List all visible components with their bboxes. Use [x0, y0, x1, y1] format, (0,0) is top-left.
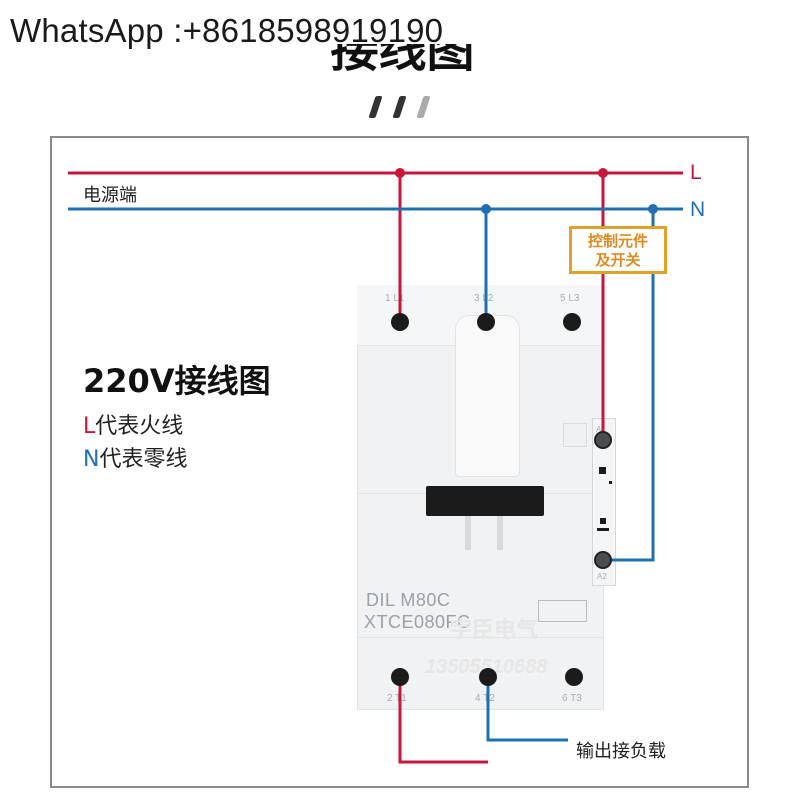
terminal-label-4T2: 4 T2	[475, 693, 495, 704]
control-element-box: 控制元件 及开关	[569, 226, 667, 274]
neutral-junction	[481, 204, 491, 214]
diagram-heading: 220V接线图	[83, 362, 271, 400]
coil-marker	[597, 528, 609, 531]
neutral-wires	[68, 207, 683, 742]
terminal-screw-L3	[563, 313, 581, 331]
legend-live: L代表火线	[83, 408, 183, 440]
whatsapp-watermark: WhatsApp :+8618598919190	[10, 12, 444, 49]
legend-neutral: N代表零线	[83, 441, 187, 473]
live-junction	[395, 168, 405, 178]
coil-screw-A2	[594, 551, 612, 569]
terminal-screw-T2	[479, 668, 497, 686]
contactor-slot	[455, 315, 520, 477]
legend-live-text: 代表火线	[95, 414, 184, 439]
faint-watermark-phone: 13505510688	[425, 656, 548, 678]
terminal-screw-T1	[391, 668, 409, 686]
live-wires	[68, 171, 683, 764]
legend-neutral-text: 代表零线	[99, 447, 188, 472]
control-element-label-1: 控制元件	[587, 232, 648, 250]
contactor-rod	[497, 510, 503, 550]
legend-neutral-key: N	[83, 447, 100, 472]
contactor-rod	[465, 510, 471, 550]
control-element-label-2: 及开关	[595, 251, 641, 269]
terminal-label-6T3: 6 T3	[562, 693, 582, 704]
terminal-label-5L3: 5 L3	[560, 293, 580, 304]
output-wire-T2	[486, 678, 568, 742]
neutral-line-label: N	[690, 198, 706, 221]
coil-marker	[609, 481, 612, 484]
terminal-label-1L1: 1 L1	[385, 293, 405, 304]
coil-block-label-plate	[563, 423, 587, 447]
live-line-label: L	[690, 161, 702, 184]
coil-screw-A1	[594, 431, 612, 449]
device-model-2: XTCE080FC	[364, 612, 471, 632]
output-wire-T1	[398, 678, 488, 764]
coil-marker	[600, 518, 606, 524]
faint-watermark-name: 宇臣电气	[450, 617, 539, 642]
coil-marker	[599, 467, 606, 474]
device-model-1: DIL M80C	[366, 590, 451, 610]
contactor-lower-line	[357, 637, 604, 638]
live-junction	[598, 168, 608, 178]
screw-terminals	[391, 313, 612, 686]
neutral-to-A2	[603, 209, 655, 562]
terminal-screw-L2	[477, 313, 495, 331]
neutral-junction	[648, 204, 658, 214]
power-end-label: 电源端	[83, 185, 137, 206]
terminal-label-2T1: 2 T1	[387, 693, 407, 704]
coil-label-a1: A1	[596, 425, 606, 434]
contactor-handle	[426, 486, 544, 516]
output-load-label: 输出接负载	[576, 741, 666, 762]
legend-live-key: L	[83, 414, 96, 439]
terminal-label-3L2: 3 L2	[474, 293, 494, 304]
coil-label-a2: A2	[597, 572, 607, 581]
terminal-screw-L1	[391, 313, 409, 331]
contactor-nameplate	[538, 600, 587, 622]
page-title: 接线图	[330, 44, 475, 78]
terminal-screw-T3	[565, 668, 583, 686]
